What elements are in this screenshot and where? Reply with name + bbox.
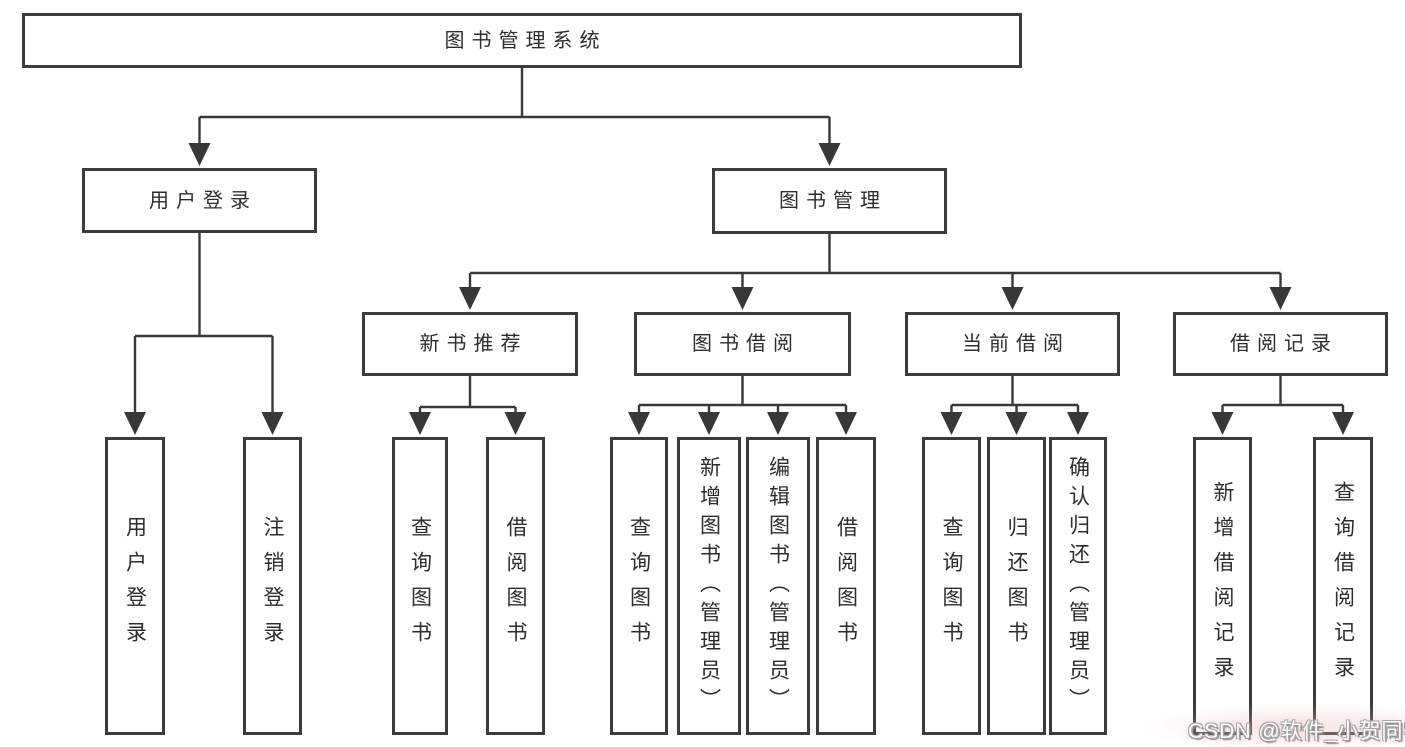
node-user-login: 用户登录 <box>82 168 317 233</box>
node-book-mgmt: 图书管理 <box>712 168 947 234</box>
node-leaf-bb-borrow-books: 借阅图书 <box>816 437 876 735</box>
node-current-borrow: 当前借阅 <box>905 312 1120 376</box>
arrow-down-icon <box>188 143 211 166</box>
connector-root-to-level2 <box>198 68 831 146</box>
node-leaf-cb-return-books: 归还图书 <box>987 437 1046 735</box>
node-book-borrow: 图书借阅 <box>634 312 851 376</box>
node-leaf-cb-confirm-return-label: 确认归还（管理员） <box>1066 455 1090 717</box>
watermark: CSDN @软件_小贺同学 <box>1188 720 1405 743</box>
arrow-down-icon <box>835 412 857 435</box>
node-leaf-bb-edit-books: 编辑图书（管理员） <box>746 437 810 735</box>
connector-current-borrow-to-leaves <box>950 376 1080 413</box>
node-leaf-br-query-record: 查询借阅记录 <box>1313 437 1373 735</box>
node-leaf-cb-query-books: 查询图书 <box>922 437 981 735</box>
node-leaf-br-add-record: 新增借阅记录 <box>1193 437 1252 735</box>
node-leaf-bb-edit-books-label: 编辑图书（管理员） <box>766 455 790 717</box>
arrow-down-icon <box>409 412 431 435</box>
arrowheads <box>124 143 1354 435</box>
node-leaf-rec-query-books: 查询图书 <box>392 437 448 735</box>
arrow-down-icon <box>124 412 146 435</box>
node-book-mgmt-label: 图书管理 <box>779 190 887 212</box>
connector-book-borrow-to-leaves <box>637 376 848 413</box>
node-leaf-rec-borrow-books: 借阅图书 <box>486 437 545 735</box>
node-leaf-bb-add-books: 新增图书（管理员） <box>677 437 741 735</box>
arrow-down-icon <box>818 143 841 166</box>
node-root-label: 图书管理系统 <box>444 29 607 52</box>
arrow-down-icon <box>1332 412 1354 435</box>
node-leaf-user-login-label: 用户登录 <box>123 516 147 656</box>
connector-book-mgmt-to-level3 <box>468 234 1282 288</box>
arrow-down-icon <box>1269 287 1292 310</box>
arrow-down-icon <box>628 412 650 435</box>
connector-user-login-to-leaves <box>133 233 274 413</box>
node-leaf-bb-borrow-books-label: 借阅图书 <box>834 516 858 656</box>
node-leaf-user-login: 用户登录 <box>105 437 165 735</box>
arrow-down-icon <box>459 287 481 310</box>
node-leaf-logout-label: 注销登录 <box>261 516 284 656</box>
arrow-down-icon <box>261 412 284 435</box>
node-root: 图书管理系统 <box>22 13 1022 68</box>
node-leaf-bb-add-books-label: 新增图书（管理员） <box>697 455 721 717</box>
node-borrow-records-label: 借阅记录 <box>1230 333 1338 355</box>
arrow-down-icon <box>504 412 527 435</box>
arrow-down-icon <box>698 412 720 435</box>
node-leaf-bb-query-books-label: 查询图书 <box>627 516 651 656</box>
node-borrow-records: 借阅记录 <box>1173 312 1388 376</box>
arrow-down-icon <box>940 412 963 435</box>
node-new-book-rec-label: 新书推荐 <box>419 333 528 355</box>
arrow-down-icon <box>767 412 789 435</box>
node-leaf-rec-borrow-books-label: 借阅图书 <box>504 516 527 656</box>
node-leaf-logout: 注销登录 <box>243 437 302 735</box>
node-leaf-cb-return-books-label: 归还图书 <box>1005 516 1028 656</box>
node-leaf-rec-query-books-label: 查询图书 <box>408 516 432 656</box>
arrow-down-icon <box>731 287 754 310</box>
connector-new-book-rec-to-leaves <box>418 376 517 413</box>
arrow-down-icon <box>1001 287 1024 310</box>
connector-borrow-records-to-leaves <box>1221 376 1345 413</box>
node-user-login-label: 用户登录 <box>149 189 257 212</box>
node-leaf-cb-confirm-return: 确认归还（管理员） <box>1049 437 1107 735</box>
node-book-borrow-label: 图书借阅 <box>692 333 800 355</box>
node-new-book-rec: 新书推荐 <box>362 312 578 376</box>
node-current-borrow-label: 当前借阅 <box>962 333 1070 355</box>
arrow-down-icon <box>1005 412 1028 435</box>
node-leaf-cb-query-books-label: 查询图书 <box>940 516 963 656</box>
node-leaf-br-query-record-label: 查询借阅记录 <box>1331 481 1355 691</box>
node-leaf-bb-query-books: 查询图书 <box>610 437 668 735</box>
arrow-down-icon <box>1211 412 1234 435</box>
node-leaf-br-add-record-label: 新增借阅记录 <box>1211 481 1234 691</box>
arrow-down-icon <box>1067 412 1089 435</box>
